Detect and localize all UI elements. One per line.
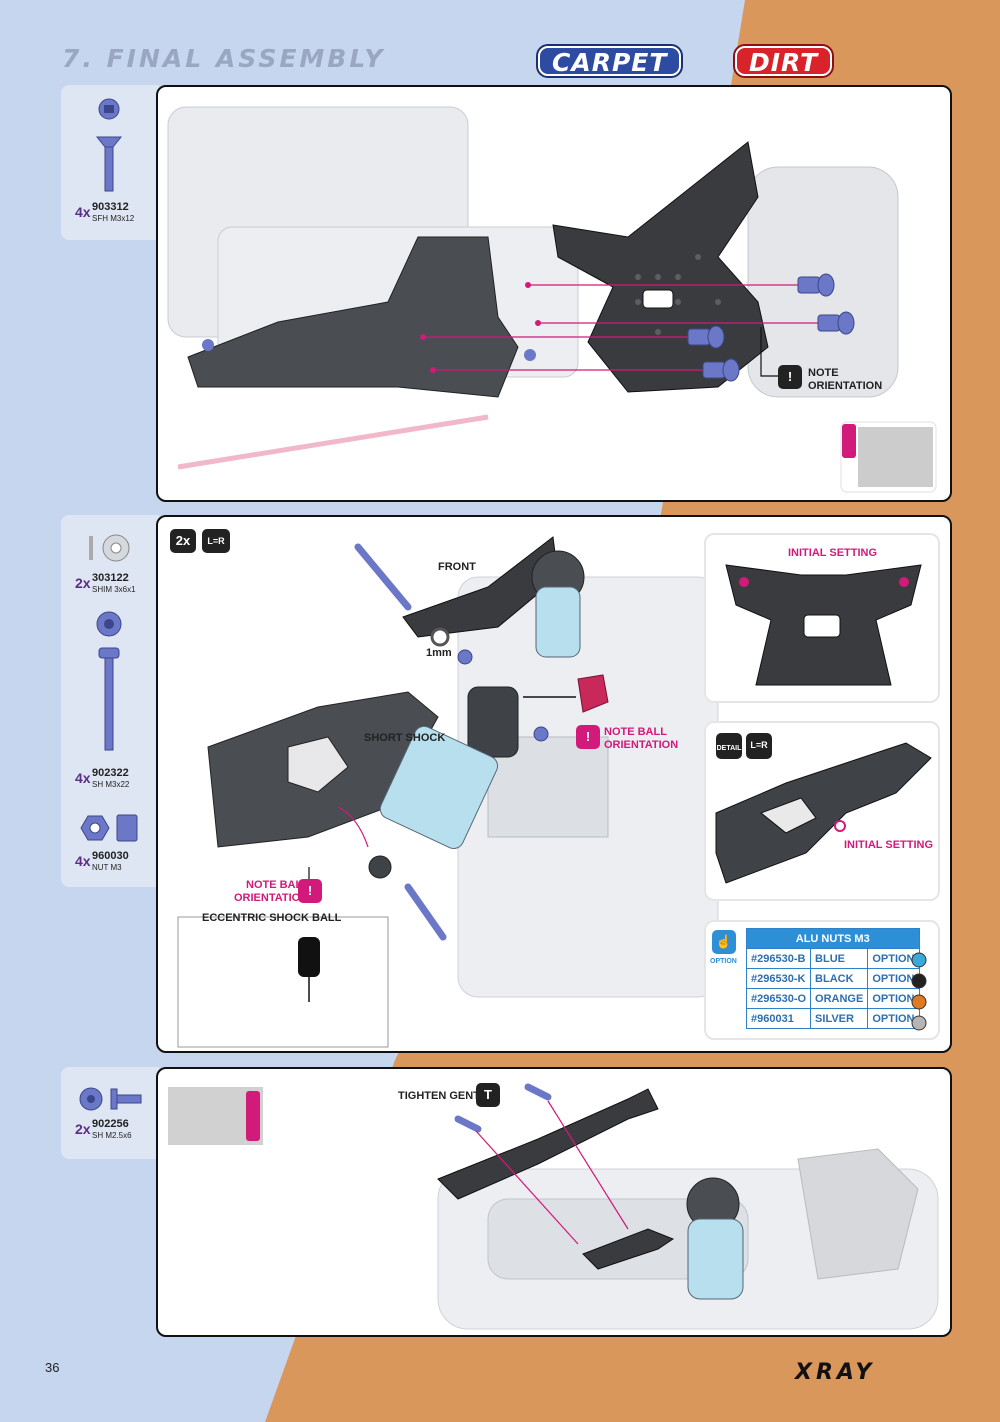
nut-swatches [911, 952, 927, 1031]
option-table-inset: ☝ OPTION ALU NUTS M3 #296530-B BLUE OPTI… [706, 922, 938, 1038]
count-badge: 2x [170, 529, 196, 553]
initial-setting-top-label: INITIAL SETTING [788, 547, 878, 559]
part-qty: 4x [75, 853, 91, 869]
row-status: OPTION [867, 948, 920, 969]
part-desc: SHIM 3x6x1 [92, 585, 136, 594]
initial-setting-arm-inset: DETAIL L=R INITIAL SETTING [706, 723, 938, 899]
note-ball-label-2: ORIENTATION [604, 739, 679, 751]
row-code: #296530-K [745, 968, 812, 989]
part-desc: SH M3x22 [92, 780, 130, 789]
carpet-tag: CARPET [538, 46, 682, 77]
shim-size-label: 1mm [426, 647, 452, 659]
note-ball-left-label-1: NOTE BALL [246, 879, 309, 891]
arm-diagram [715, 742, 932, 884]
note-ball-label-1: NOTE BALL [604, 726, 667, 738]
step2-parts-bag: 2x 303122 SHIM 3x6x1 4x 902322 SH M3x22 … [61, 515, 159, 887]
note-ball-exclamation-icon: ! [576, 725, 600, 749]
option-label: OPTION [710, 958, 737, 965]
note-exclamation-icon: ! [778, 365, 802, 389]
nut-swatch-orange [911, 994, 927, 1010]
row-status: OPTION [867, 968, 920, 989]
part-qty: 2x [75, 1121, 91, 1137]
initial-setting-arm-label: INITIAL SETTING [844, 839, 934, 851]
screwdriver-icon: T [476, 1083, 500, 1107]
dirt-tag: DIRT [735, 46, 833, 77]
step3-parts-bag: 2x 902256 SH M2.5x6 [61, 1067, 159, 1159]
detail-label: DETAIL [716, 745, 742, 752]
note-orientation-label-1: NOTE [808, 367, 839, 379]
initial-setting-tower-inset: INITIAL SETTING [706, 535, 938, 701]
row-status: OPTION [867, 988, 920, 1009]
lr-badge: L=R [202, 529, 230, 553]
table-header: ALU NUTS M3 [746, 928, 920, 949]
part-desc: NUT M3 [92, 863, 122, 872]
part-code: 902256 [92, 1118, 129, 1130]
note-orientation-label-2: ORIENTATION [808, 380, 883, 392]
nut-swatch-silver [911, 1015, 927, 1031]
shock-tower-diagram [725, 564, 922, 686]
xray-logo: XRAY [795, 1360, 876, 1385]
part-qty: 4x [75, 204, 91, 220]
part-code: 960030 [92, 850, 129, 862]
shim-icon [89, 534, 130, 562]
page-title: 7. FINAL ASSEMBLY [62, 44, 386, 73]
part-desc: SH M2.5x6 [92, 1131, 132, 1140]
step3-panel: TIGHTEN GENTLY T [156, 1067, 952, 1337]
table-row: #296530-K BLACK OPTION [745, 968, 920, 989]
nut-swatch-black [911, 973, 927, 989]
row-color: SILVER [810, 1008, 869, 1029]
step1-assembly-illustration [167, 106, 937, 493]
row-color: BLACK [810, 968, 869, 989]
detail-icon: DETAIL [716, 733, 742, 759]
nut-icon [80, 814, 138, 842]
part-qty: 2x [75, 575, 91, 591]
row-color: BLUE [810, 948, 869, 969]
step2-panel: 2x L=R FRONT 1mm SHORT SHOCK ! NOTE BALL… [156, 515, 952, 1053]
alu-nuts-table: ALU NUTS M3 #296530-B BLUE OPTION #29653… [745, 928, 920, 1029]
front-label: FRONT [438, 561, 476, 573]
step1-parts-bag: 4x 903312 SFH M3x12 [61, 85, 159, 240]
note-ball-left-exclamation-icon: ! [298, 879, 322, 903]
part-code: 303122 [92, 572, 129, 584]
row-status: OPTION [867, 1008, 920, 1029]
row-code: #296530-B [745, 948, 812, 969]
table-row: #296530-B BLUE OPTION [745, 948, 920, 969]
table-row: #296530-O ORANGE OPTION [745, 988, 920, 1009]
step1-panel: ! NOTE ORIENTATION [156, 85, 952, 502]
tighten-gently-label: TIGHTEN GENTLY [398, 1090, 493, 1102]
nut-swatch-blue [911, 952, 927, 968]
lr-icon: L=R [746, 733, 772, 759]
step2-assembly-illustration [177, 536, 719, 1048]
socket-head-screw-icon [96, 611, 122, 751]
eccentric-shock-ball-label: ECCENTRIC SHOCK BALL [202, 912, 342, 924]
table-row: #960031 SILVER OPTION [745, 1008, 920, 1029]
thumbs-up-icon: ☝ [712, 930, 736, 954]
row-color: ORANGE [810, 988, 869, 1009]
part-desc: SFH M3x12 [92, 214, 135, 223]
note-ball-left-label-2: ORIENTATION [234, 892, 309, 904]
row-code: #296530-O [745, 988, 812, 1009]
part-code: 903312 [92, 201, 129, 213]
step3-assembly-illustration [168, 1083, 939, 1330]
part-qty: 4x [75, 770, 91, 786]
page-number: 36 [45, 1360, 60, 1375]
short-shock-label: SHORT SHOCK [364, 732, 446, 744]
part-code: 902322 [92, 767, 129, 779]
row-code: #960031 [745, 1008, 812, 1029]
button-head-screw-icon [79, 1087, 142, 1111]
flat-head-screw-icon [95, 98, 123, 192]
